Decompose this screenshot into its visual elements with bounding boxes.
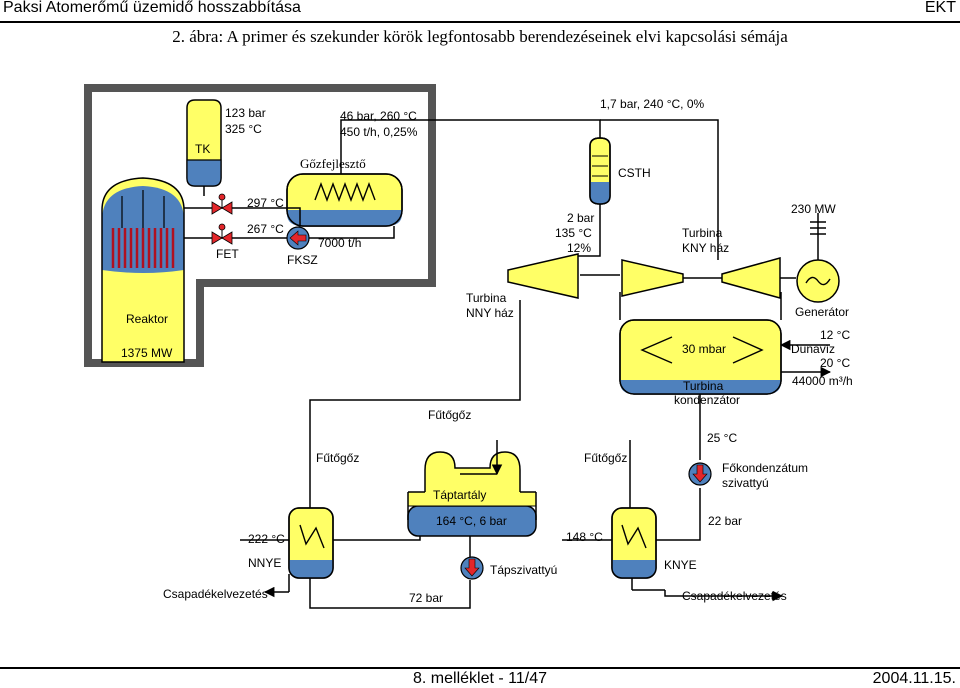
feedwater-pump [460,556,484,580]
label-hp-heater-temp: 222 °C [248,532,285,546]
label-drain-right: Csapadékelvezetés [682,589,787,603]
label-heating-steam-right: Fűtőgőz [584,451,627,465]
label-csth-params: 1,7 bar, 240 °C, 0% [600,97,705,111]
footer-date: 2004.11.15. [872,670,956,687]
label-coolant-flow: 7000 t/h [318,236,361,250]
drain-right-arrow [664,590,784,602]
main-condensate-pump [688,462,712,486]
valve-cold-leg [211,223,233,245]
label-tk: TK [195,142,210,156]
label-fet: FET [216,247,239,261]
label-mid-temperature: 135 °C [555,226,592,240]
label-lp-turbine-1: Turbina [682,226,723,240]
label-mid-pressure: 2 bar [567,211,594,225]
label-hp-turbine-2: NNY ház [466,306,514,320]
cooling-water-lines [779,339,832,378]
label-generator: Generátor [795,305,849,319]
valve-hot-leg [211,193,233,215]
label-main-condensate-pump-1: Főkondenzátum [722,461,808,475]
turbine-condenser [619,319,782,395]
label-feedwater-pump: Tápszivattyú [490,563,557,577]
label-condenser-1: Turbina [683,379,724,393]
label-knye: KNYE [664,558,697,572]
footer-rule [0,667,960,669]
label-generator-power: 230 MW [791,202,836,216]
label-feedwater-tank-params: 164 °C, 6 bar [436,514,507,528]
label-tk-temperature: 325 °C [225,122,262,136]
label-sg-flow: 450 t/h, 0,25% [340,125,418,139]
hp-turbine [507,253,579,299]
label-cold-leg-temp: 267 °C [247,222,284,236]
main-coolant-pump [286,226,310,250]
label-sg-pressure: 46 bar, 260 °C [340,109,417,123]
label-feedwater-tank: Táptartály [433,488,486,502]
hp-feedwater-heater [288,507,334,579]
label-steam-generator: Gőzfejlesztő [300,156,366,171]
header-left-text: Paksi Atomerőmű üzemidő hosszabbítása [3,0,301,16]
label-reactor: Reaktor [126,312,168,326]
label-tk-pressure: 123 bar [225,106,266,120]
label-cooling-flow: 44000 m³/h [792,374,853,388]
pressurizer-tk [186,99,222,196]
containment-frame [84,84,436,367]
label-danube-water: Dunavíz [791,342,835,356]
label-mid-moisture: 12% [567,241,591,255]
label-hot-leg-temp: 297 °C [247,196,284,210]
label-lp-turbine-2: KNY ház [682,241,729,255]
label-heating-steam-top: Fűtőgőz [428,408,471,422]
label-condensate-temp: 25 °C [707,431,737,445]
steam-generator [286,173,403,227]
generator [796,213,840,303]
page-header: Paksi Atomerőmű üzemidő hosszabbítása EK… [0,0,960,23]
footer-page-ref: 8. melléklet - 11/47 [413,670,547,687]
label-hp-turbine-1: Turbina [466,291,507,305]
label-csth: CSTH [618,166,651,180]
label-cooling-out-temp: 20 °C [820,356,850,370]
reactor-vessel [101,177,185,363]
label-condenser-pressure: 30 mbar [682,342,726,356]
label-heating-steam-left: Fűtőgőz [316,451,359,465]
header-rule [0,21,960,23]
label-feed-pressure: 72 bar [409,591,443,605]
label-fksz: FKSZ [287,253,318,267]
label-lp-heater-temp: 148 °C [566,530,603,544]
figure-title: 2. ábra: A primer és szekunder körök leg… [172,27,788,46]
label-condenser-2: kondenzátor [674,393,740,407]
label-drain-left: Csapadékelvezetés [163,587,268,601]
lp-turbine [621,257,796,299]
moisture-separator-csth [589,137,611,205]
header-right-text: EKT [924,0,956,16]
label-condensate-pressure: 22 bar [708,514,742,528]
label-nnye: NNYE [248,556,281,570]
label-main-condensate-pump-2: szivattyú [722,476,769,490]
steam-piping [309,119,782,540]
lp-feedwater-heater [611,507,657,579]
label-reactor-power: 1375 MW [121,346,173,360]
label-cooling-in-temp: 12 °C [820,328,850,342]
feedwater-tank [407,440,537,537]
